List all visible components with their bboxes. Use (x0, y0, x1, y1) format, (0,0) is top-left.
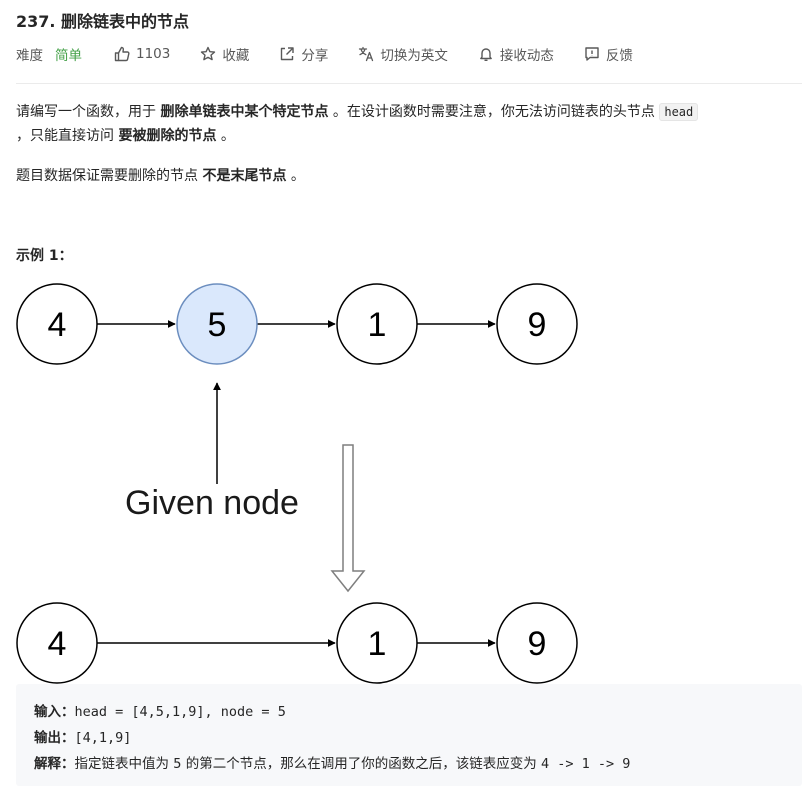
node-value: 9 (528, 306, 547, 344)
description-paragraph-1: 请编写一个函数，用于 删除单链表中某个特定节点 。在设计函数时需要注意，你无法访… (16, 100, 804, 148)
favorite-label: 收藏 (222, 48, 250, 64)
share-button[interactable]: 分享 (279, 44, 328, 64)
example-input: 输入：head = [4,5,1,9], node = 5 (34, 700, 286, 720)
desc-text: 请编写一个函数，用于 (16, 104, 161, 120)
favorite-button[interactable]: 收藏 (200, 44, 249, 64)
example-code-block: 输入：head = [4,5,1,9], node = 5 输出：[4,1,9]… (16, 684, 802, 786)
output-value: [4,1,9] (74, 730, 132, 746)
desc-text: ，只能直接访问 (16, 128, 119, 144)
subscribe-button[interactable]: 接收动态 (478, 44, 554, 64)
explanation-result: 4 -> 1 -> 9 (541, 756, 631, 772)
desc-bold: 要被删除的节点 (118, 128, 217, 144)
desc-text: 。在设计函数时需要注意，你无法访问链表的头节点 (328, 104, 660, 120)
node-value: 9 (528, 625, 547, 663)
list-node (496, 602, 578, 684)
translate-icon (359, 46, 374, 62)
example-explanation: 解释：指定链表中值为 5 的第二个节点，那么在调用了你的函数之后，该链表应变为 … (34, 752, 630, 772)
problem-title: 237. 删除链表中的节点 (16, 12, 190, 31)
node-value: 4 (48, 306, 67, 344)
switch-language-button[interactable]: 切换为英文 (358, 44, 448, 64)
list-node (336, 602, 418, 684)
linked-list-diagram: 4 5 1 9 Given node 4 1 9 (16, 283, 578, 684)
list-node (16, 283, 98, 365)
node-value: 1 (368, 625, 387, 663)
transform-down-arrow (330, 444, 366, 593)
example-title: 示例 1： (16, 248, 73, 264)
explanation-label: 解释： (34, 756, 75, 772)
inline-code-head: head (659, 103, 699, 121)
explanation-text: 指定链表中值为 (74, 756, 174, 772)
explanation-value: 5 (173, 756, 182, 772)
star-icon (201, 46, 216, 61)
difficulty-label: 难度 (16, 48, 43, 64)
node-value: 1 (368, 306, 387, 344)
subscribe-label: 接收动态 (499, 48, 554, 64)
desc-text: 。 (216, 128, 235, 144)
feedback-button[interactable]: 反馈 (584, 44, 633, 64)
desc-text: 题目数据保证需要删除的节点 (16, 168, 203, 184)
list-node (336, 283, 418, 365)
feedback-icon (585, 47, 599, 61)
problem-toolbar: 难度 简单 1103 收藏 分享 切换为英文 接收动 (16, 43, 663, 65)
bell-icon (479, 48, 492, 61)
output-label: 输出： (34, 730, 75, 746)
feedback-label: 反馈 (605, 48, 633, 64)
list-node (496, 283, 578, 365)
list-node (16, 602, 98, 684)
input-label: 输入： (34, 704, 75, 720)
share-label: 分享 (301, 48, 329, 64)
given-node-highlight (176, 283, 258, 365)
difficulty-badge: 简单 (55, 48, 82, 64)
like-button[interactable]: 1103 (114, 46, 170, 62)
desc-text: 。 (286, 168, 305, 184)
input-value: head = [4,5,1,9], node = 5 (74, 704, 286, 720)
desc-bold: 删除单链表中某个特定节点 (160, 104, 329, 120)
like-count: 1103 (136, 46, 171, 62)
switch-language-label: 切换为英文 (380, 48, 448, 64)
thumbs-up-icon (114, 46, 130, 62)
node-value: 5 (208, 306, 227, 344)
given-node-label: Given node (125, 484, 299, 522)
desc-bold: 不是末尾节点 (202, 168, 287, 184)
node-value: 4 (48, 625, 67, 663)
header-divider (16, 83, 802, 84)
share-icon (281, 47, 295, 61)
example-output: 输出：[4,1,9] (34, 726, 131, 746)
explanation-text: 的第二个节点，那么在调用了你的函数之后，该链表应变为 (181, 756, 542, 772)
description-paragraph-2: 题目数据保证需要删除的节点 不是末尾节点 。 (16, 164, 804, 188)
